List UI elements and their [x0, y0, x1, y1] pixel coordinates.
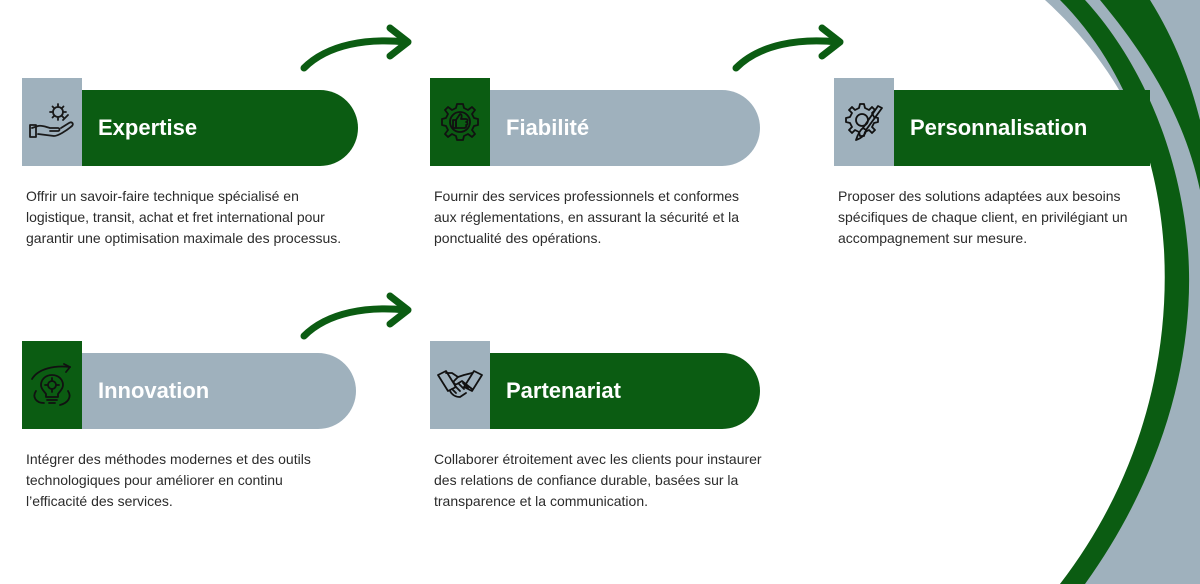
value-card-partenariat: Partenariat Collaborer étroitement avec … [430, 341, 766, 541]
card-description: Intégrer des méthodes modernes et des ou… [26, 451, 311, 509]
arrow-right-icon [300, 24, 412, 72]
value-card-personnalisation: Personnalisation Proposer des solutions … [834, 78, 1164, 278]
icon-container [22, 341, 82, 429]
hand-gear-icon [29, 103, 74, 138]
title-banner [892, 90, 1150, 166]
title-banner [80, 353, 356, 429]
icon-container [430, 78, 490, 166]
title-banner [80, 90, 358, 166]
arrow-right-icon [300, 292, 412, 340]
card-title: Personnalisation [910, 115, 1088, 140]
icon-container [22, 78, 82, 166]
card-title: Partenariat [506, 378, 621, 403]
card-description: Offrir un savoir-faire technique spécial… [26, 188, 342, 246]
value-card-fiabilite: Fiabilité Fournir des services professio… [430, 78, 766, 278]
icon-container [430, 341, 490, 429]
value-card-innovation: Innovation Intégrer des méthodes moderne… [22, 341, 358, 541]
card-title: Innovation [98, 378, 210, 403]
value-card-expertise: Expertise Offrir un savoir-faire techniq… [22, 78, 358, 278]
card-description: Collaborer étroitement avec les clients … [434, 451, 762, 509]
title-banner [488, 353, 760, 429]
icon-container [834, 78, 894, 166]
gear-thumbs-up-icon [441, 103, 479, 141]
card-title: Fiabilité [506, 115, 590, 140]
title-banner [488, 90, 760, 166]
gear-brush-icon [845, 103, 883, 141]
card-description: Proposer des solutions adaptées aux beso… [838, 188, 1128, 246]
handshake-icon [437, 370, 483, 398]
lightbulb-growth-icon [31, 363, 71, 406]
arrow-right-icon [732, 24, 844, 72]
card-description: Fournir des services professionnels et c… [434, 188, 740, 246]
card-title: Expertise [98, 115, 198, 140]
